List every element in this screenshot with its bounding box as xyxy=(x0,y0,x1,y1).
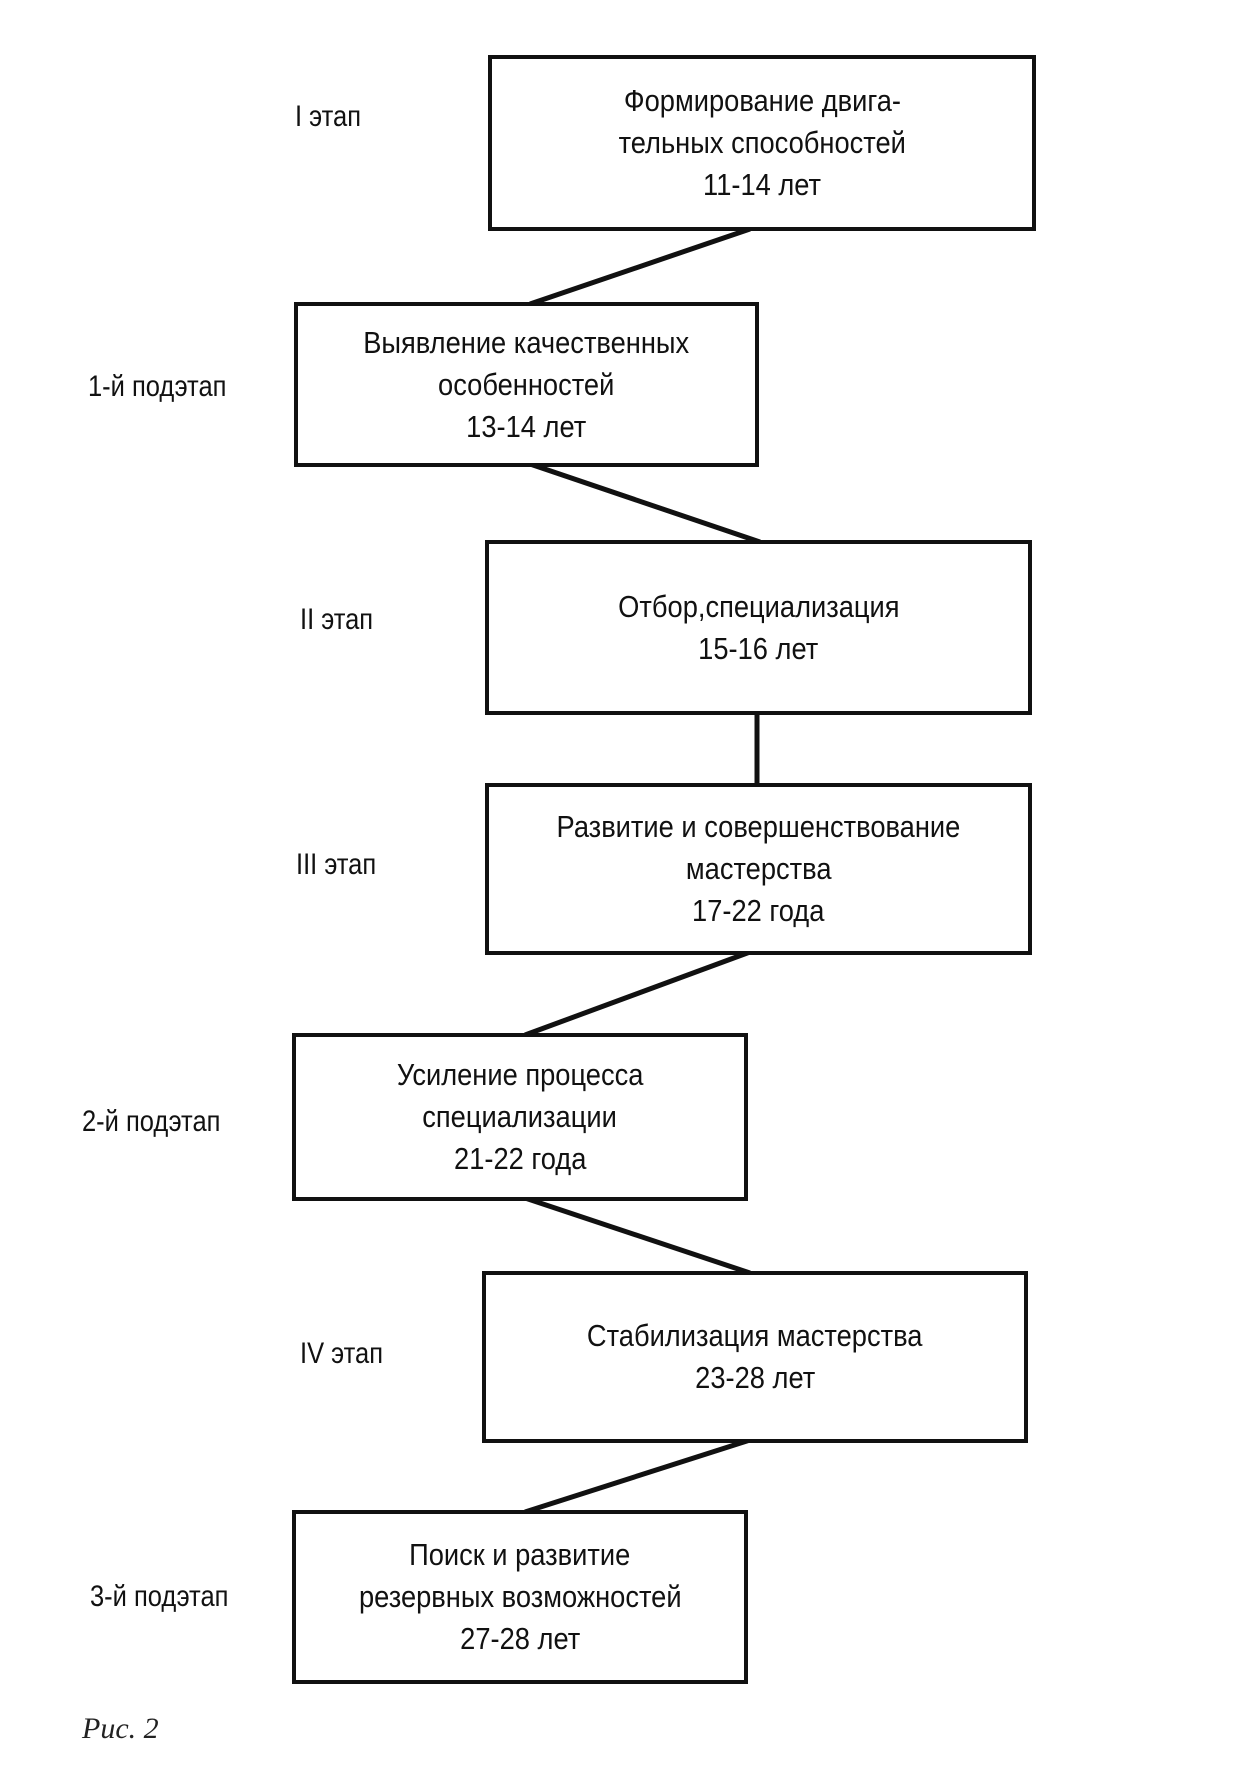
stage-box-2-line-2: особенностей xyxy=(438,366,615,402)
stage-box-5-line-1: Усиление процесса xyxy=(396,1057,644,1092)
stage-label-2: 1-й подэтап xyxy=(88,370,227,403)
stage-label-1: I этап xyxy=(295,100,362,133)
connector-2 xyxy=(529,461,761,545)
stage-box-1: Формирование двига- тельных способностей… xyxy=(488,55,1036,231)
stage-box-6-line-2: 23-28 лет xyxy=(694,1360,816,1395)
stage-box-1-line-3: 11-14 лет xyxy=(702,167,822,202)
stage-box-7-line-3: 27-28 лет xyxy=(459,1621,581,1656)
stage-box-5-line-2: специализации xyxy=(422,1099,618,1134)
connector-1 xyxy=(529,226,751,307)
stage-box-7-line-1: Поиск и развитие xyxy=(409,1537,631,1572)
stage-label-6: IV этап xyxy=(300,1337,384,1370)
figure-caption: Рис. 2 xyxy=(82,1712,159,1745)
stage-box-7: Поиск и развитие резервных возможностей … xyxy=(292,1510,748,1684)
stage-box-5-line-3: 21-22 года xyxy=(453,1141,587,1176)
stage-label-7: 3-й подэтап xyxy=(90,1580,229,1613)
stage-box-3-line-2: 15-16 лет xyxy=(698,630,819,666)
stage-box-2-line-3: 13-14 лет xyxy=(466,408,587,444)
stage-label-5: 2-й подэтап xyxy=(82,1105,221,1138)
stage-box-4-line-1: Развитие и совершенствование xyxy=(556,809,961,844)
stage-box-6-line-1: Стабилизация мастерства xyxy=(587,1318,923,1353)
stage-box-3-line-1: Отбор,специализация xyxy=(617,588,900,624)
stage-box-4-line-3: 17-22 года xyxy=(692,893,825,928)
stage-box-4-line-2: мастерства xyxy=(685,851,832,886)
stage-box-4: Развитие и совершенствование мастерства … xyxy=(485,783,1032,955)
stage-box-1-line-2: тельных способностей xyxy=(618,125,906,160)
stage-box-7-line-2: резервных возможностей xyxy=(358,1579,682,1614)
stage-box-2-line-1: Выявление качественных xyxy=(363,324,690,360)
stage-box-1-line-1: Формирование двига- xyxy=(623,83,901,118)
connector-4 xyxy=(524,949,751,1038)
stage-label-4: III этап xyxy=(296,848,377,881)
connector-6 xyxy=(524,1437,751,1515)
stage-box-2: Выявление качественных особенностей 13-1… xyxy=(294,302,759,467)
stage-box-3: Отбор,специализация 15-16 лет xyxy=(485,540,1032,715)
stage-box-5: Усиление процесса специализации 21-22 го… xyxy=(292,1033,748,1201)
stage-label-3: II этап xyxy=(300,603,374,636)
stage-box-6: Стабилизация мастерства 23-28 лет xyxy=(482,1271,1028,1443)
connector-5 xyxy=(524,1195,751,1276)
